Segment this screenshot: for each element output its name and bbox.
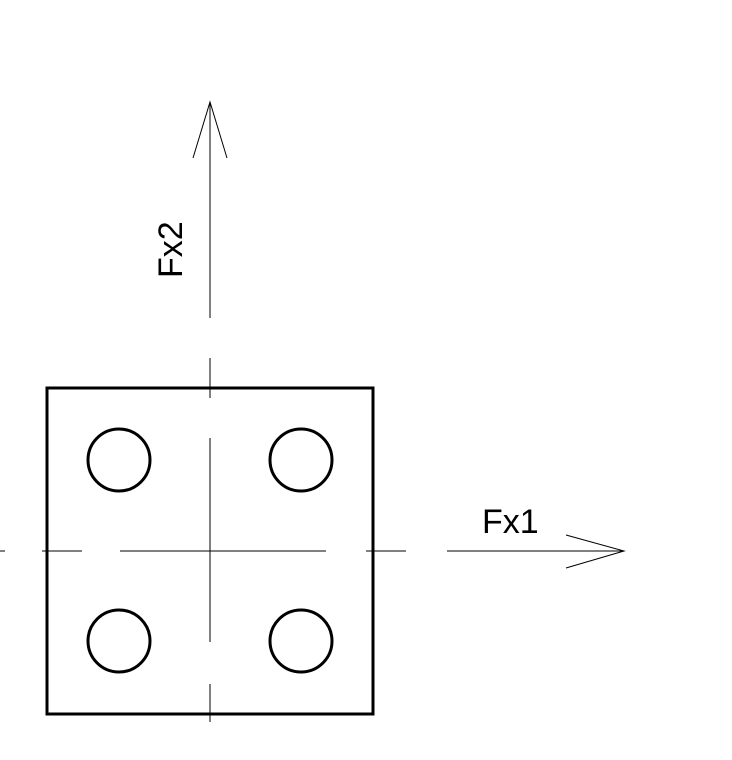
bolt-hole-top-right (268, 427, 334, 493)
force-x2-arrow (192, 100, 228, 318)
force-x1-label: Fx1 (482, 503, 539, 541)
bolt-hole-bottom-right (268, 608, 334, 674)
force-x2-label: Fx2 (152, 221, 190, 278)
force-x1-arrowhead (565, 534, 626, 569)
bolt-hole-bottom-left (86, 608, 152, 674)
force-x1-arrow (447, 534, 626, 569)
force-x2-arrowhead (192, 100, 228, 159)
bolt-hole-top-left (86, 427, 152, 493)
base-plate (45, 386, 375, 716)
